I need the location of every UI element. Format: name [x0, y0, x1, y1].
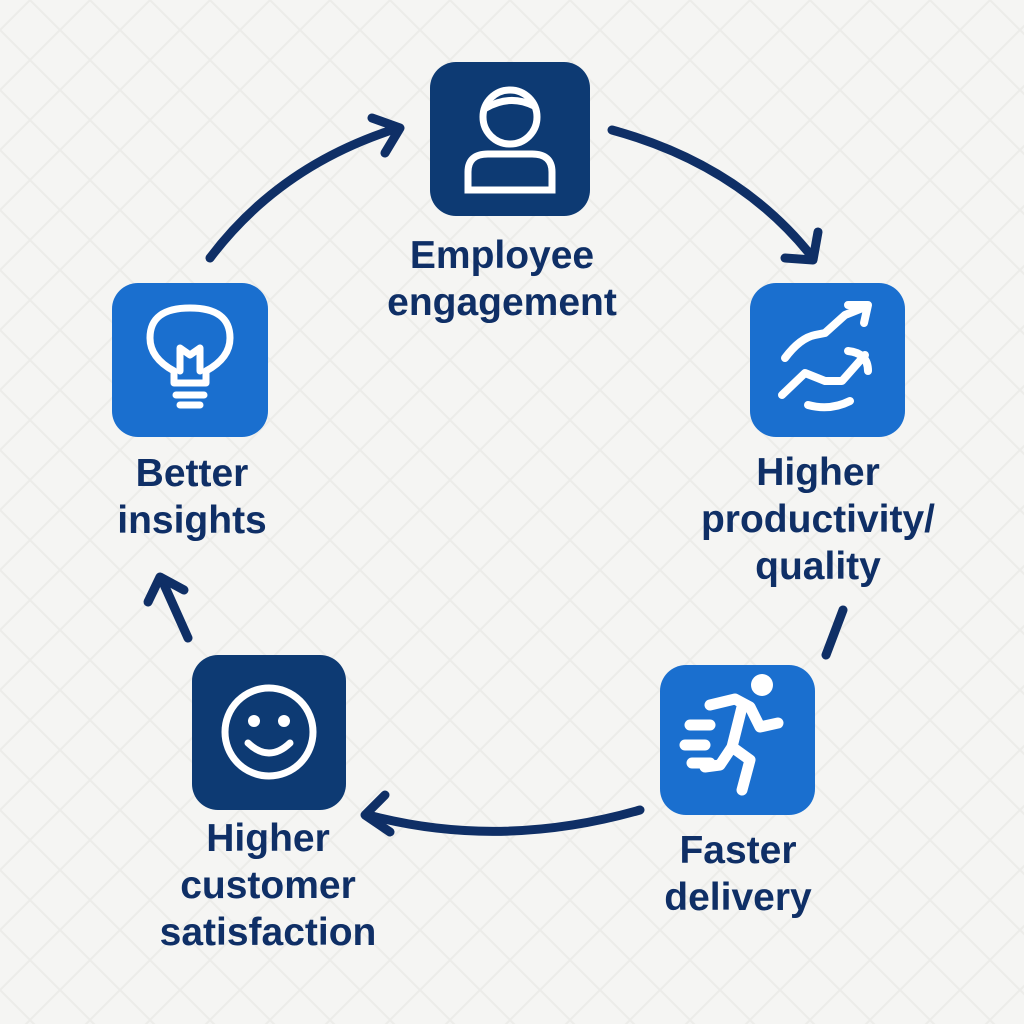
arrow-employee-to-productivity — [607, 125, 818, 263]
person-icon — [464, 86, 556, 194]
arrow-productivity-to-delivery — [821, 605, 848, 660]
lightbulb-icon — [146, 304, 234, 409]
arrowhead — [143, 572, 189, 607]
employee-engagement-node — [430, 62, 590, 216]
label-line: Employee — [409, 234, 595, 277]
label-line: customer — [180, 864, 356, 907]
label-line: Higher — [756, 451, 880, 494]
label-line: insights — [117, 499, 267, 542]
faster-delivery-node — [660, 665, 815, 815]
better-insights-node — [112, 283, 268, 437]
label-line: productivity/ — [700, 498, 936, 541]
running-person-icon — [679, 674, 784, 796]
arrow-satisfaction-to-insights — [157, 575, 193, 643]
arrowhead — [360, 790, 395, 837]
label-line: quality — [755, 545, 881, 588]
arrowhead — [367, 113, 405, 158]
smiley-icon — [221, 684, 317, 780]
arrow-insights-to-employee — [205, 123, 403, 263]
customer-satisfaction-node — [192, 655, 346, 810]
label-line: Faster — [679, 829, 797, 872]
label-line: Better — [135, 452, 249, 495]
productivity-node — [750, 283, 905, 437]
label-line: engagement — [387, 281, 617, 324]
label-line: satisfaction — [159, 911, 377, 954]
label-line: delivery — [664, 876, 812, 919]
label-line: Higher — [206, 817, 330, 860]
arrowhead — [780, 227, 823, 265]
trend-up-icon — [778, 301, 872, 412]
arrow-delivery-to-satisfaction — [363, 805, 645, 836]
